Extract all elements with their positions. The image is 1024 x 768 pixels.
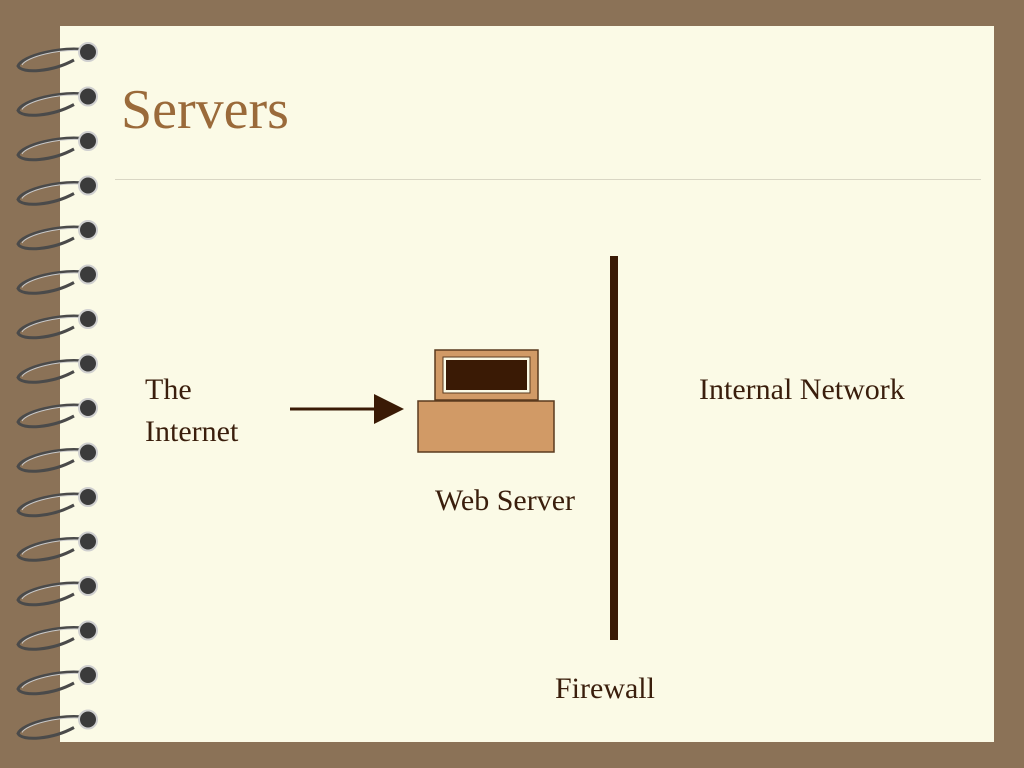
internet-label-line1: The [145,373,192,406]
firewall-label: Firewall [555,672,655,705]
internal-network-label: Internal Network [699,373,905,406]
web-server-icon [417,349,555,453]
web-server-label: Web Server [435,484,576,517]
slide-title: Servers [121,79,289,141]
internet-label: The Internet [145,369,238,453]
internet-label-line2: Internet [145,415,239,448]
title-divider [115,179,981,180]
